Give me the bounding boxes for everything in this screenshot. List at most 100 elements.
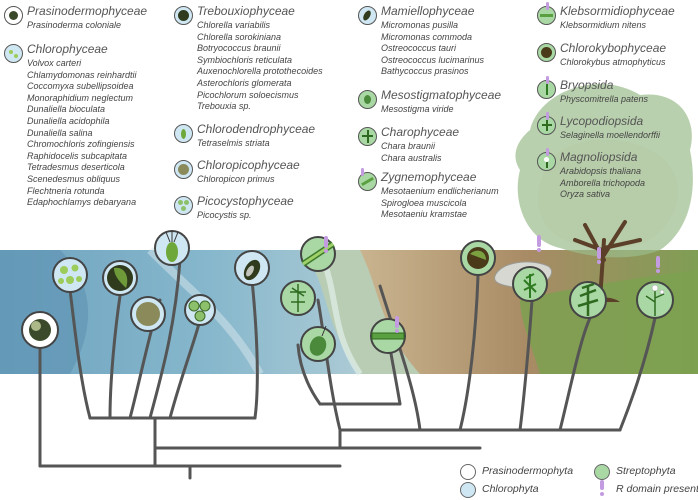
leaf-zygnemophyceae [300, 236, 336, 272]
species-name: Flechtneria rotunda [27, 185, 105, 196]
class-name: Chlorokybophyceae [560, 41, 667, 55]
species-name: Asterochloris glomerata [197, 77, 292, 88]
species-name: Tetradesmus deserticola [27, 162, 125, 173]
legend-label: Streptophyta [616, 465, 676, 477]
dark-cell-icon [174, 6, 193, 25]
species-name: Symbiochloris reticulata [197, 54, 293, 65]
legend-label: Chlorophyta [482, 483, 539, 495]
species-name: Mesotaeniu kramstae [381, 209, 468, 220]
species-name: Chlorella sorokiniana [197, 31, 282, 42]
species-name: Chlamydomonas reinhardtii [27, 69, 137, 80]
leaf-klebsormidiophyceae [370, 316, 406, 354]
r-domain-marker [546, 2, 549, 10]
leaf-chlorophyceae [52, 257, 88, 293]
green-dots-icon [4, 44, 23, 63]
legend: Prasinodermophyta Streptophyta Chlorophy… [460, 462, 698, 498]
species-name: Chromochloris zofingiensis [27, 139, 135, 150]
species-name: Selaginella moellendorffii [560, 130, 661, 140]
species-name: Ostreococcus lucimarinus [381, 54, 485, 65]
species-name: Chlorokybus atmophyticus [560, 57, 666, 67]
triple-cell-icon [174, 196, 193, 215]
legend-swatch-streptophyta [594, 464, 610, 480]
leaf-illustrations [21, 230, 674, 362]
species-name: Trebouxia sp. [197, 101, 251, 112]
species-name: Micromonas commoda [381, 31, 473, 42]
species-name: Chara braunii [381, 141, 436, 151]
species-name: Dunaliella bioculata [27, 104, 106, 115]
species-name: Dunaliella salina [27, 127, 93, 138]
leaf-chlorokybophyceae [460, 240, 496, 276]
species-name: Physcomitrella patens [560, 94, 649, 104]
r-domain-marker [546, 112, 549, 120]
class-name: Bryopsida [560, 78, 614, 92]
legend-label: R domain present [616, 483, 698, 495]
species-name: Dunaliella acidophila [27, 115, 110, 126]
moss-icon [537, 80, 556, 99]
class-name: Trebouxiophyceae [197, 4, 295, 18]
leaf-chloropicophyceae [130, 296, 166, 332]
legend-swatch-chlorophyta [460, 482, 476, 498]
class-name: Mamiellophyceae [381, 4, 475, 18]
species-name: Arabidopsis thaliana [560, 166, 642, 176]
legend-label: Prasinodermophyta [482, 465, 574, 477]
species-name: Spirogloea muscicola [381, 197, 467, 208]
species-name: Auxenochlorella protothecoides [197, 66, 323, 77]
class-name: Mesostigmatophyceae [381, 88, 502, 102]
species-name: Raphidocelis subcapitata [27, 150, 128, 161]
species-name: Chara australis [381, 152, 442, 163]
flagellate-icon [358, 90, 377, 109]
dark-cell-icon [537, 43, 556, 62]
leaf-prasinodermophyceae [21, 311, 59, 349]
leaf-chlorodendrophyceae [154, 230, 190, 266]
species-name: Edaphochlamys debaryana [27, 197, 137, 208]
species-name: Picochlorum soloecismus [197, 89, 299, 100]
legend-swatch-prasinodermophyta [460, 464, 476, 480]
tree-canopy-illustration [515, 83, 693, 302]
species-name: Chlorella variabilis [197, 20, 271, 30]
olive-cell-icon [174, 160, 193, 179]
species-name: Micromonas pusilla [381, 20, 459, 30]
species-name: Oryza sativa [560, 189, 611, 200]
leaf-picocystophyceae [184, 294, 216, 326]
species-name: Klebsormidium nitens [560, 20, 647, 30]
flagellate-icon [174, 124, 193, 143]
leaf-charophyceae [280, 280, 316, 316]
r-domain-marker [546, 148, 549, 156]
class-name: Chloropicophyceae [197, 158, 300, 172]
species-name: Ostreococcus tauri [381, 43, 457, 54]
species-name: Picocystis sp. [197, 210, 252, 220]
filament-icon [537, 6, 556, 25]
leaf-magnoliopsida [636, 256, 674, 319]
class-name: Charophyceae [381, 125, 460, 139]
species-name: Volvox carteri [27, 58, 82, 68]
exclamation-dot-icon [600, 492, 604, 496]
class-name: Prasinodermophyceae [27, 4, 148, 18]
species-name: Botryococcus braunii [197, 43, 281, 54]
species-name: Prasinoderma coloniale [27, 20, 122, 30]
species-name: Chloropicon primus [197, 174, 275, 184]
species-name: Amborella trichopoda [560, 177, 646, 188]
species-name: Tetraselmis striata [197, 138, 270, 148]
species-name: Mesotaenium endlicherianum [381, 186, 499, 196]
class-name: Zygnemophyceae [381, 170, 477, 184]
r-domain-marker [546, 76, 549, 84]
class-name: Chlorodendrophyceae [197, 122, 316, 136]
bean-cell-icon [358, 6, 377, 25]
class-name: Magnoliopsida [560, 150, 638, 164]
filament-icon [358, 172, 377, 191]
r-domain-marker [361, 168, 364, 176]
leaf-lycopodiopsida [569, 247, 607, 319]
leaf-trebouxiophyceae [102, 260, 138, 296]
class-name: Picocystophyceae [197, 194, 294, 208]
species-name: Monoraphidium neglectum [27, 92, 134, 103]
species-name: Mesostigma viride [381, 104, 454, 114]
class-name: Klebsormidiophyceae [560, 4, 675, 18]
chara-icon [358, 127, 377, 146]
species-name: Scenedesmus obliquus [27, 173, 121, 184]
species-name: Coccomyxa subellipsoidea [27, 81, 134, 92]
dark-cell-icon [4, 6, 23, 25]
leaf-bryopsida [512, 235, 548, 302]
exclamation-icon [600, 480, 604, 490]
class-name: Lycopodiopsida [560, 114, 644, 128]
